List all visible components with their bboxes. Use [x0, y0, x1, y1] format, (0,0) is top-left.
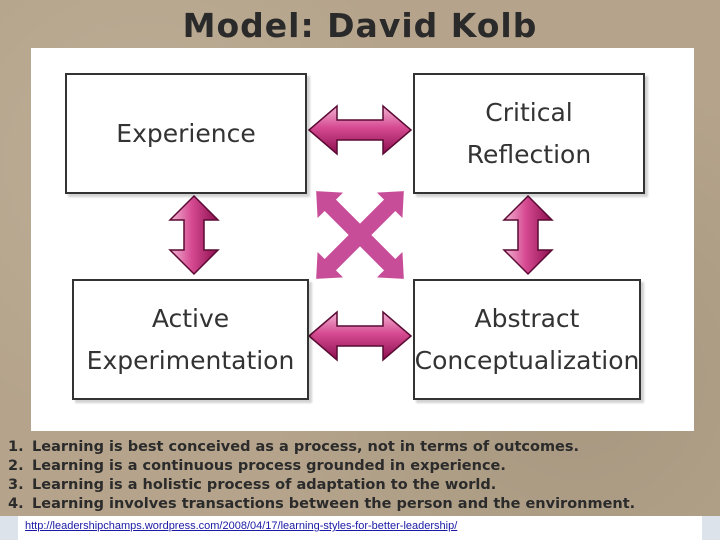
double-arrow-right [502, 194, 554, 276]
box-critical-reflection-line-1: Critical [485, 97, 573, 127]
double-arrow-top [307, 104, 413, 156]
list-text: Learning is a continuous process grounde… [32, 458, 506, 474]
box-critical-reflection: Critical Reflection [413, 73, 645, 194]
arrows-layer [168, 104, 554, 362]
page-title: Model: David Kolb [182, 6, 538, 45]
cross-arrows [316, 191, 404, 279]
source-link[interactable]: http://leadershipchamps.wordpress.com/20… [25, 520, 458, 532]
principles-list: 1. Learning is best conceived as a proces… [8, 438, 712, 514]
box-abstract-conceptualization-line-1: Abstract [474, 303, 580, 333]
diagram-panel: Experience Critical Reflection Active Ex… [31, 48, 694, 431]
list-number: 1. [8, 439, 24, 455]
list-number: 2. [8, 458, 24, 474]
list-item: 4. Learning involves transactions between… [8, 495, 712, 514]
footer-bar: http://leadershipchamps.wordpress.com/20… [0, 516, 720, 540]
box-experience: Experience [65, 73, 307, 194]
box-active-experimentation-line-1: Active [151, 303, 230, 333]
footer-right-edge [702, 516, 720, 540]
box-active-experimentation-line-2: Experimentation [86, 345, 295, 375]
list-item: 3. Learning is a holistic process of adap… [8, 476, 712, 495]
list-item: 1. Learning is best conceived as a proces… [8, 438, 712, 457]
list-text: Learning is best conceived as a process,… [32, 439, 580, 455]
double-arrow-left [168, 194, 220, 276]
box-active-experimentation: Active Experimentation [72, 279, 309, 400]
list-text: Learning involves transactions between t… [32, 496, 636, 512]
list-number: 3. [8, 477, 24, 493]
box-critical-reflection-line-2: Reflection [466, 139, 592, 169]
footer-left-edge [0, 516, 18, 540]
double-arrow-bottom [307, 310, 413, 362]
box-abstract-conceptualization-line-2: Conceptualization [414, 345, 640, 375]
list-text: Learning is a holistic process of adapta… [32, 477, 497, 493]
list-item: 2. Learning is a continuous process groun… [8, 457, 712, 476]
box-abstract-conceptualization: Abstract Conceptualization [413, 279, 641, 400]
list-number: 4. [8, 496, 24, 512]
box-experience-line-1: Experience [116, 118, 256, 148]
